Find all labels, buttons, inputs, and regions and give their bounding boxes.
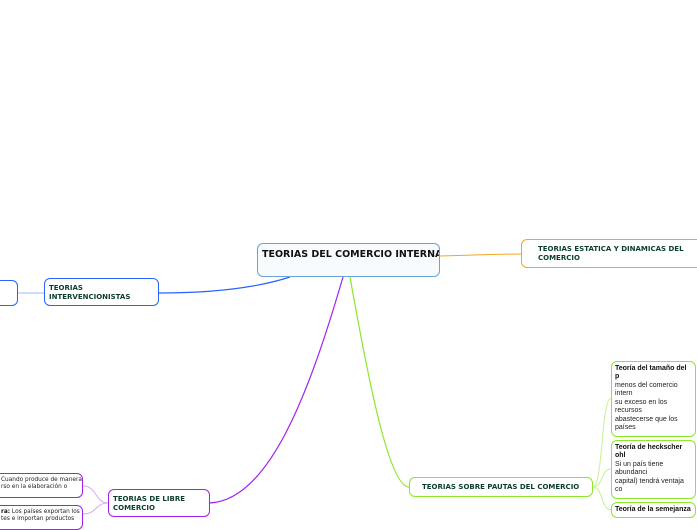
link-libre [209,276,344,504]
link-libre-children [82,485,109,515]
libre-child-2[interactable]: ra: Los países exportan los tes e import… [0,505,83,530]
intervencionistas-child[interactable] [0,280,18,306]
pautas-child-tamano[interactable]: Teoría del tamaño del p menos del comerc… [611,360,696,437]
link-pautas-children [592,398,612,511]
branch-estatica-dinamicas[interactable]: TEORIAS ESTATICA Y DINAMICAS DEL COMERCI… [521,239,697,268]
libre-child-1[interactable]: Cuando produce de manera rso en la elabo… [0,473,83,498]
branch-pautas-comercio[interactable]: TEORIAS SOBRE PAUTAS DEL COMERCIO [409,477,593,497]
central-topic[interactable]: TEORIAS DEL COMERCIO INTERNACIONAL (TIC) [257,243,440,277]
link-intervencionistas [158,276,291,294]
branch-intervencionistas[interactable]: TEORIAS INTERVENCIONISTAS [44,278,159,306]
pautas-child-semejanza[interactable]: Teoría de la semejanza [611,501,696,518]
link-pautas [349,276,410,488]
pautas-child-heckscher[interactable]: Teoría de heckscher ohl Si un país tiene… [611,439,696,499]
link-estatica [439,253,522,257]
branch-libre-comercio[interactable]: TEORIAS DE LIBRE COMERCIO [108,489,210,517]
pautas-children: Teoría del tamaño del p menos del comerc… [611,360,696,518]
